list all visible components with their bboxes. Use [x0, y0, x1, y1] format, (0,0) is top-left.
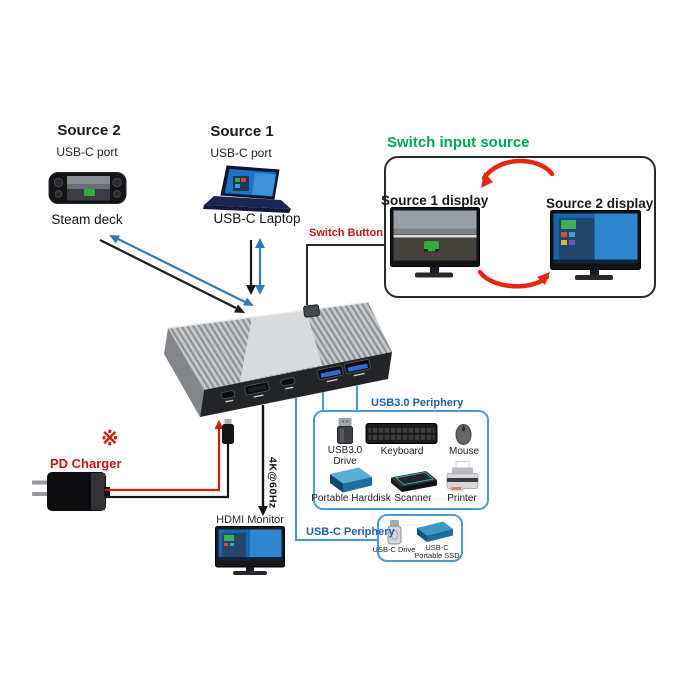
source1-display-monitor — [390, 207, 480, 278]
source2-display-monitor — [550, 210, 641, 280]
dock-usbc-pd-port — [220, 390, 236, 403]
pd-charger-image — [32, 472, 110, 511]
source2-port-label: USB-C port — [56, 145, 118, 159]
hdmi-monitor-image — [215, 526, 285, 575]
switch-button-label: Switch Button — [309, 227, 383, 239]
printer-label: Printer — [447, 493, 477, 504]
mouse-icon — [455, 424, 472, 445]
hdmi-bandwidth-label: 4K@60Hz — [266, 457, 279, 509]
usbc-laptop-image — [203, 165, 291, 213]
switch-button-connector-line — [306, 244, 384, 305]
usbc-plug — [222, 419, 234, 444]
source1-device-label: USB-C Laptop — [213, 211, 301, 226]
usbc-ssd-icon — [417, 521, 453, 542]
dock-hdmi-port — [244, 381, 270, 398]
scanner-icon — [391, 471, 437, 492]
hdmi-monitor-label: HDMI Monitor — [216, 514, 284, 526]
dock-usb3-port-2 — [344, 359, 371, 377]
dock-switch-button — [303, 304, 320, 318]
display1-label: Source 1 display — [381, 193, 489, 208]
usbc-ssd-label: USB-C Portable SSD — [414, 543, 460, 561]
steamdeck-dock-arrows — [99, 235, 254, 313]
mouse-label: Mouse — [448, 446, 479, 457]
laptop-dock-arrows — [246, 238, 265, 295]
periphery-connector-lines — [294, 385, 377, 542]
usbc-periphery-title: USB-C Periphery — [306, 526, 395, 538]
source2-title: Source 2 — [57, 122, 121, 139]
portable-harddisk-icon — [330, 467, 372, 493]
keyboard-label: Keyboard — [380, 446, 424, 457]
source2-device-label: Steam deck — [51, 212, 123, 227]
usbc-drive-label: USB-C Drive — [372, 545, 416, 554]
printer-icon — [446, 461, 479, 492]
usb3-periphery-title: USB3.0 Periphery — [371, 397, 464, 409]
pd-charger-label: PD Charger — [50, 456, 122, 471]
charger-cables — [105, 419, 234, 499]
switch-cycle-arrows — [477, 158, 555, 289]
usb3-drive-icon — [337, 418, 353, 444]
dock-image — [164, 301, 392, 417]
usb3-drive-label: USB3.0 Drive — [327, 445, 363, 467]
dock-usb3-port-1 — [317, 365, 344, 383]
scanner-label: Scanner — [394, 493, 432, 504]
charger-note-mark: ※ — [101, 427, 119, 450]
keyboard-icon — [365, 423, 438, 444]
hdmi-cable-arrow — [258, 405, 268, 516]
source1-port-label: USB-C port — [210, 146, 272, 160]
switch-panel-title: Switch input source — [387, 134, 530, 151]
dock-usbc-data-port — [280, 377, 296, 390]
usbc-drive-icon — [387, 520, 402, 545]
steam-deck-image — [48, 172, 127, 204]
portable-harddisk-label: Portable Harddisk — [311, 493, 391, 504]
display2-label: Source 2 display — [546, 196, 654, 211]
source1-title: Source 1 — [210, 123, 274, 140]
